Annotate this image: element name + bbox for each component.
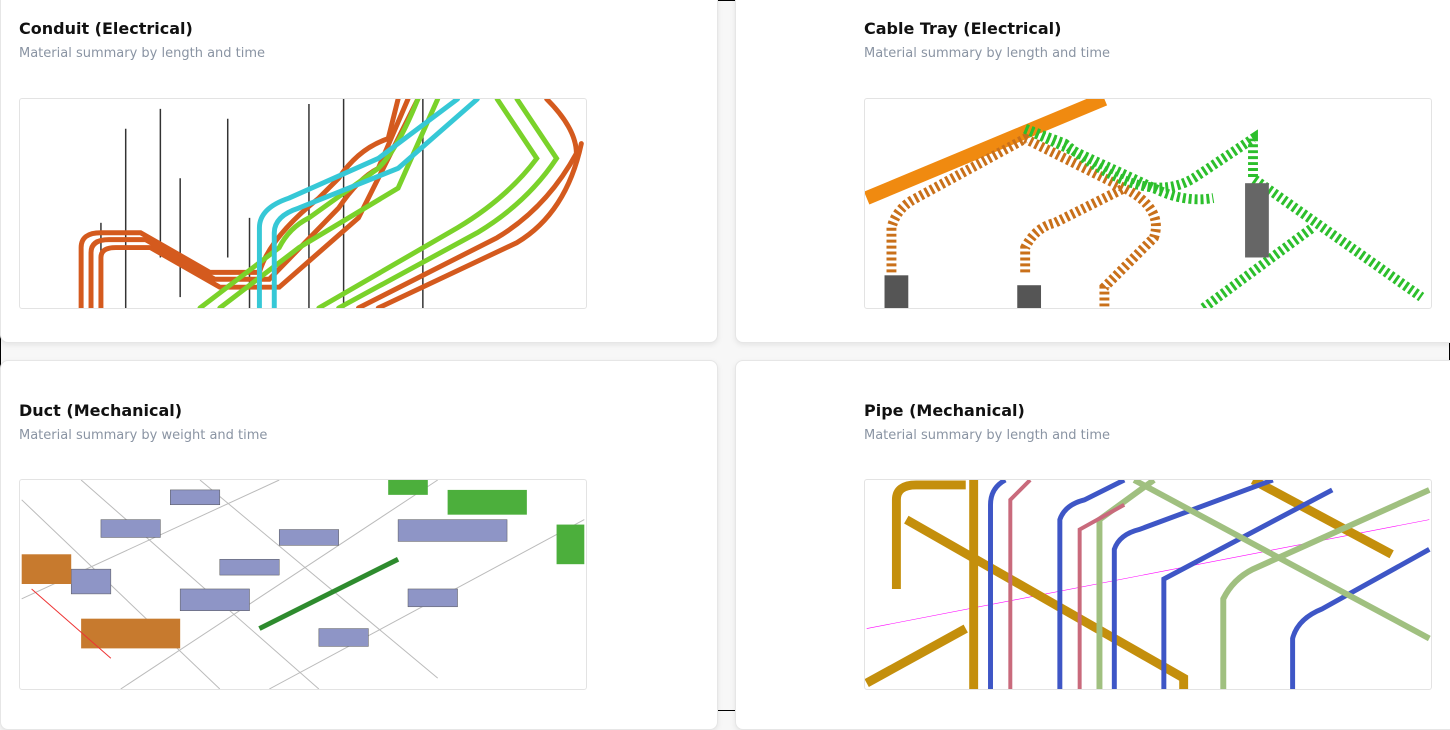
card-subtitle: Material summary by length and time bbox=[864, 46, 1111, 61]
card-cable-tray[interactable]: Cable Tray (Electrical) Material summary… bbox=[735, 0, 1450, 343]
conduit-preview-image bbox=[19, 98, 587, 309]
duct-preview-image bbox=[19, 479, 587, 690]
card-pipe[interactable]: Pipe (Mechanical) Material summary by le… bbox=[735, 360, 1450, 730]
card-subtitle: Material summary by weight and time bbox=[19, 428, 268, 443]
card-title: Conduit (Electrical) bbox=[19, 19, 193, 38]
card-title: Pipe (Mechanical) bbox=[864, 401, 1025, 420]
card-title: Duct (Mechanical) bbox=[19, 401, 183, 420]
cable-tray-preview-image bbox=[864, 98, 1432, 309]
card-subtitle: Material summary by length and time bbox=[19, 46, 266, 61]
card-conduit[interactable]: Conduit (Electrical) Material summary by… bbox=[0, 0, 718, 343]
card-title: Cable Tray (Electrical) bbox=[864, 19, 1062, 38]
pipe-preview-image bbox=[864, 479, 1432, 690]
card-duct[interactable]: Duct (Mechanical) Material summary by we… bbox=[0, 360, 718, 730]
card-subtitle: Material summary by length and time bbox=[864, 428, 1111, 443]
